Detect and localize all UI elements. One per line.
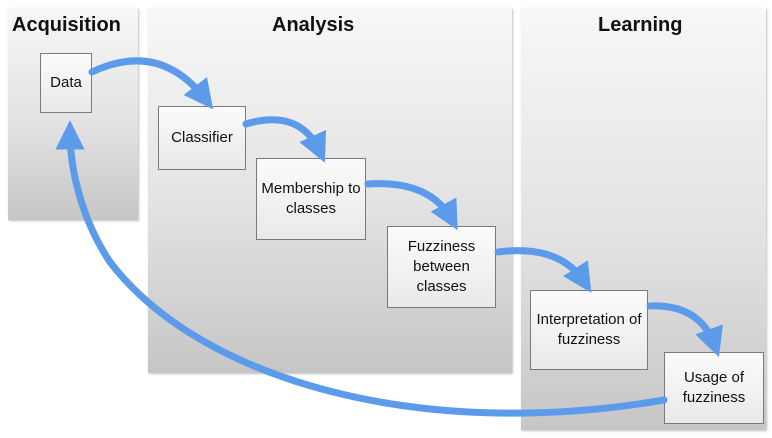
acquisition-panel [8, 8, 138, 220]
fuzziness-box: Fuzziness between classes [387, 226, 496, 308]
usage-box: Usage of fuzziness [664, 352, 764, 424]
data-box: Data [40, 53, 92, 113]
learning-title: Learning [598, 14, 683, 36]
interpretation-label: Interpretation of fuzziness [536, 311, 642, 348]
membership-box: Membership to classes [256, 158, 366, 240]
fuzziness-label: Fuzziness between classes [407, 238, 476, 295]
usage-label: Usage of fuzziness [682, 369, 746, 406]
data-label: Data [50, 74, 82, 91]
interpretation-box: Interpretation of fuzziness [530, 290, 648, 370]
arrow-data-to-classifier [88, 57, 214, 110]
arrow-classifier-to-membership [242, 116, 327, 163]
classifier-label: Classifier [171, 129, 233, 146]
arrow-membership-to-fuzziness [364, 180, 458, 231]
membership-label: Membership to classes [261, 180, 361, 217]
arrow-fuzziness-to-interpretation [494, 247, 592, 293]
arrow-usage-to-data [55, 120, 668, 417]
acquisition-title: Acquisition [12, 14, 121, 36]
analysis-title: Analysis [272, 14, 355, 36]
arrow-interpretation-to-usage [646, 302, 723, 358]
